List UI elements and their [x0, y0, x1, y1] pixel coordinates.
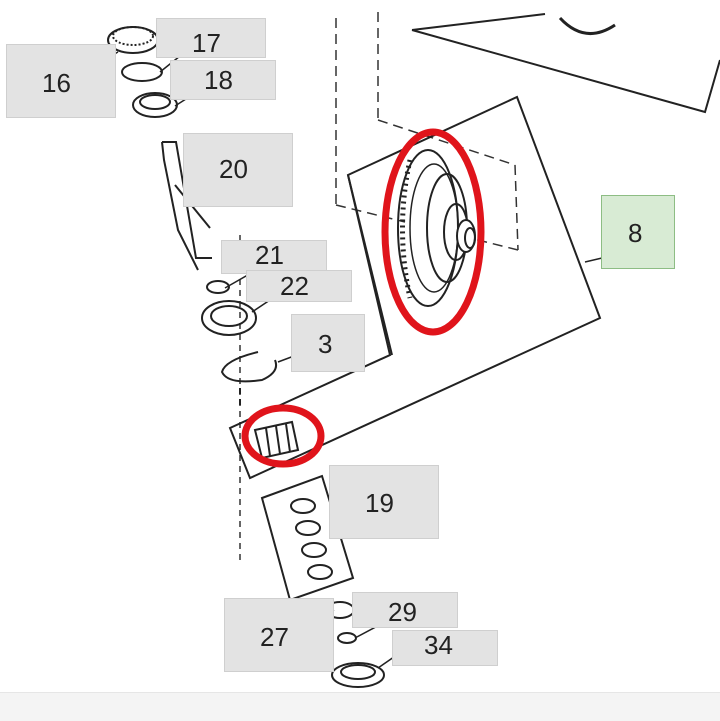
- gear-housing-outline: [228, 95, 602, 480]
- callout-17: 17: [192, 28, 221, 58]
- callout-box-21: [221, 240, 327, 274]
- callout-box-16: [6, 44, 116, 118]
- callout-box-17: [156, 18, 266, 58]
- pinion-gear: [253, 420, 300, 460]
- callout-21: 21: [255, 240, 284, 270]
- callout-34: 34: [424, 630, 453, 660]
- upper-housing-outline: [411, 13, 720, 114]
- callout-box-34: [392, 630, 498, 666]
- footer-strip: [0, 692, 720, 721]
- ring-gear-highlight: [381, 128, 485, 336]
- callout-19: 19: [365, 488, 394, 518]
- highlight-circles: [241, 128, 485, 468]
- callout-20: 20: [219, 154, 248, 184]
- callout-box-20: [183, 133, 293, 207]
- callout-box-18: [170, 60, 276, 100]
- callout-box-3: [291, 314, 365, 372]
- callout-box-27: [224, 598, 334, 672]
- shim-pack: [260, 474, 355, 605]
- callout-27: 27: [260, 622, 289, 652]
- bottom-bearing-parts: [325, 601, 385, 688]
- callout-3: 3: [318, 329, 333, 359]
- pinion-gear-highlight: [241, 404, 325, 468]
- callout-16: 16: [42, 68, 71, 98]
- callout-8: 8: [628, 218, 643, 248]
- callout-box-29: [352, 592, 458, 628]
- ring-gear: [397, 149, 476, 307]
- callout-22: 22: [280, 271, 309, 301]
- callout-box-8: [601, 195, 675, 269]
- callout-box-22: [246, 270, 352, 302]
- callout-18: 18: [204, 65, 233, 95]
- callout-29: 29: [388, 597, 417, 627]
- callout-box-19: [329, 465, 439, 539]
